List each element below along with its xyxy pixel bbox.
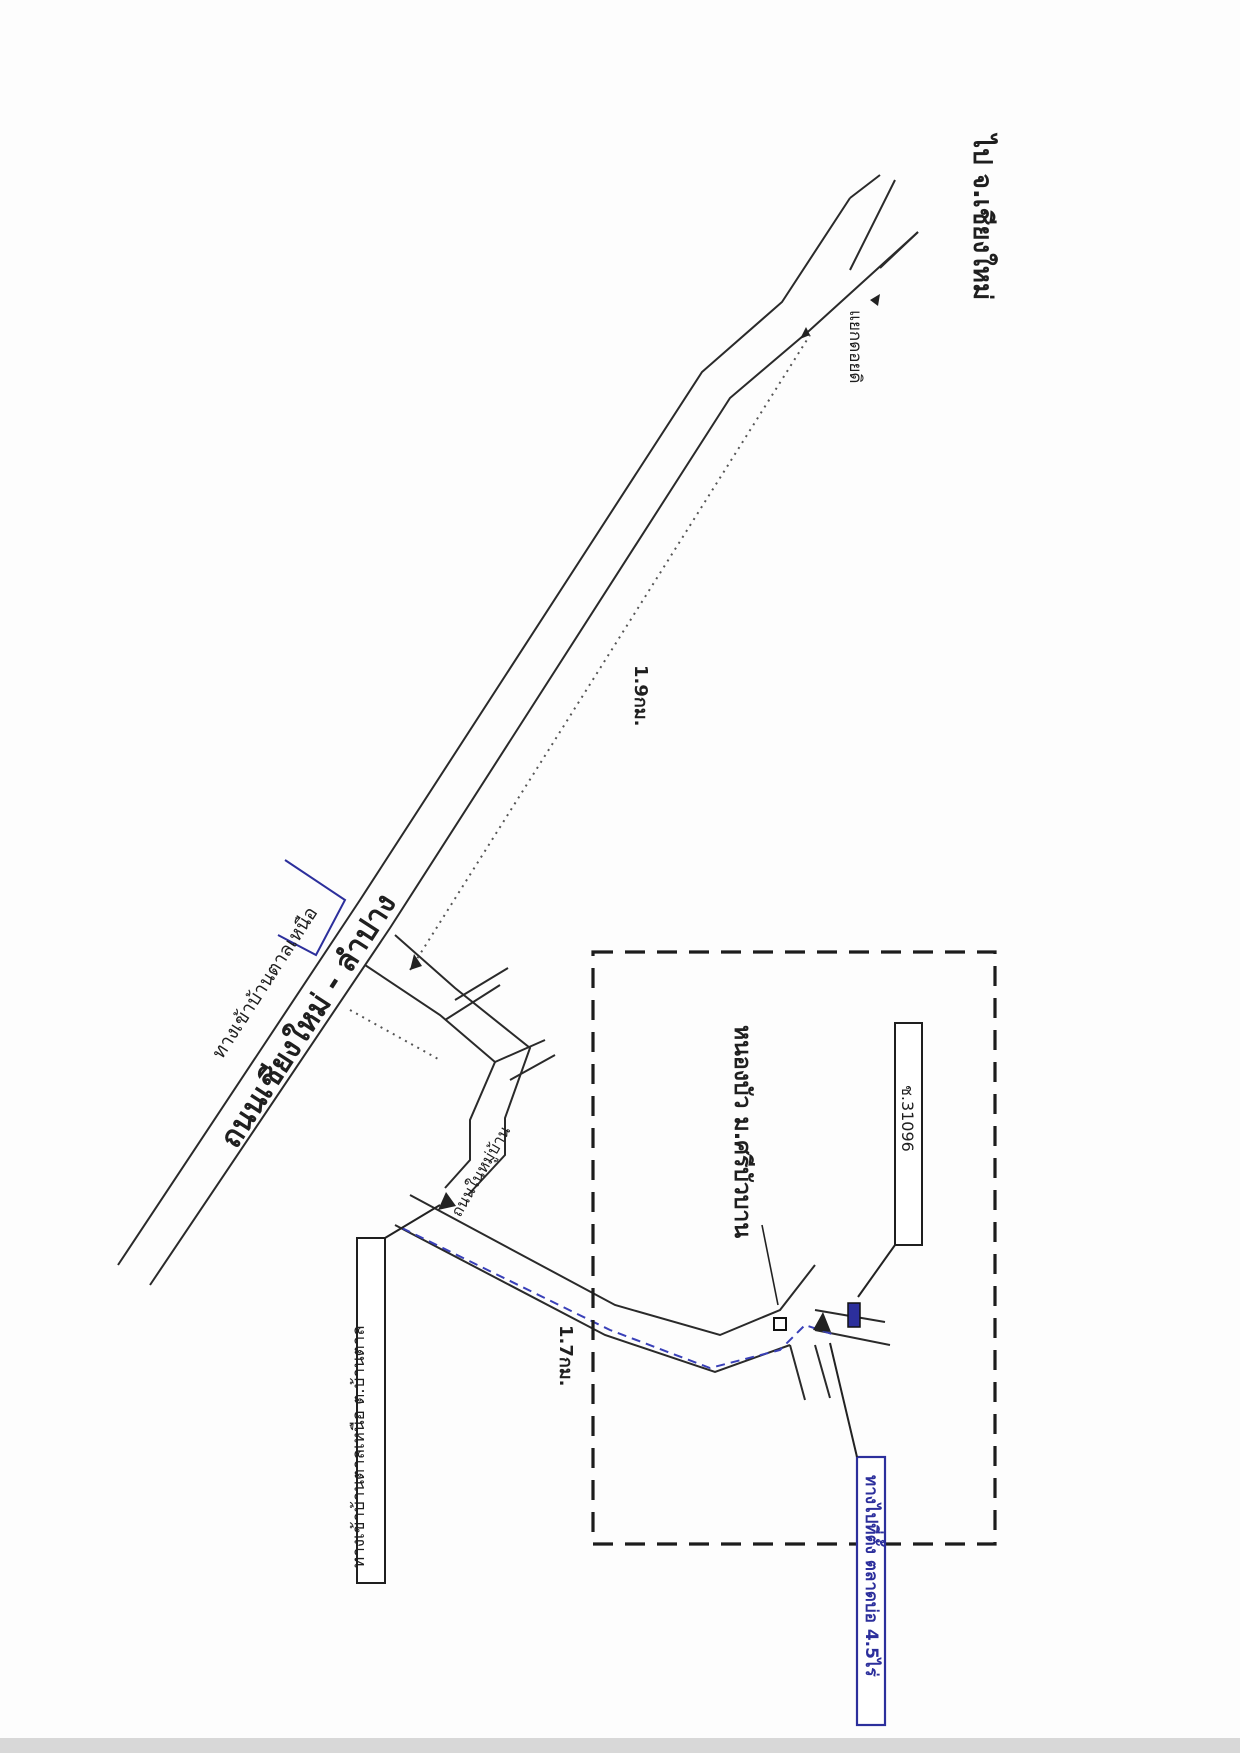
- main-road-lower-edge: [149, 231, 919, 1286]
- village-road-lower: [394, 1224, 791, 1374]
- highway-fork-left: [849, 174, 881, 199]
- leader-line-area: [761, 1224, 779, 1306]
- highway-fork-right: [849, 179, 919, 271]
- village-label: ทางเข้าบ้านตาลเหนือ ต.บ้านตาล: [349, 1325, 369, 1568]
- distance-main-label: 1.9กม.: [630, 665, 651, 727]
- leader-line-site: [829, 1342, 858, 1458]
- distance-measure-main: [409, 334, 811, 971]
- arrow-marker-icon: [438, 1192, 456, 1210]
- side-note-frame: [277, 859, 347, 957]
- area-label: หนองบัว ม.ศรีบัวบาน: [729, 1025, 755, 1238]
- blue-route-line: [401, 1227, 836, 1370]
- building-marker-icon: [773, 1317, 787, 1331]
- arrow-marker-icon: [813, 1312, 831, 1332]
- direction-arrow-icon: [800, 327, 810, 339]
- side-stub-2: [494, 1039, 556, 1081]
- area-frame: [591, 950, 997, 1546]
- direction-arrow-icon: [410, 954, 422, 970]
- site-box: [855, 1455, 887, 1727]
- to-city-label: ไป จ.เชียงใหม่: [967, 132, 999, 300]
- distance-side-label: 1.7กม.: [555, 1325, 576, 1387]
- junction-label: แยกดอยดิ: [845, 310, 865, 383]
- branch-road-upper: [364, 964, 497, 1189]
- village-box: [356, 1237, 386, 1584]
- distance-measure-branch: [349, 1009, 441, 1061]
- branch-road-lower: [394, 934, 532, 1196]
- road-code-box: [894, 1022, 923, 1246]
- site-marker-icon: [847, 1302, 861, 1328]
- side-road-label: ถนนในหมู่บ้าน: [447, 1123, 515, 1221]
- main-road-upper-edge: [117, 197, 851, 1266]
- village-road-upper: [409, 1194, 816, 1337]
- arrow-marker-icon: [870, 294, 880, 306]
- site-junction-road-1: [789, 1344, 831, 1401]
- road-code-label: ช.31096: [898, 1085, 917, 1152]
- leader-line-road-code: [857, 1244, 896, 1298]
- site-label: ทางไปที่ตั้ง ตลาดบ่อ 4.5ไร่: [861, 1475, 885, 1677]
- page-edge: [0, 1738, 1240, 1753]
- leader-line-village: [384, 1204, 441, 1239]
- side-stub-1: [444, 967, 509, 1021]
